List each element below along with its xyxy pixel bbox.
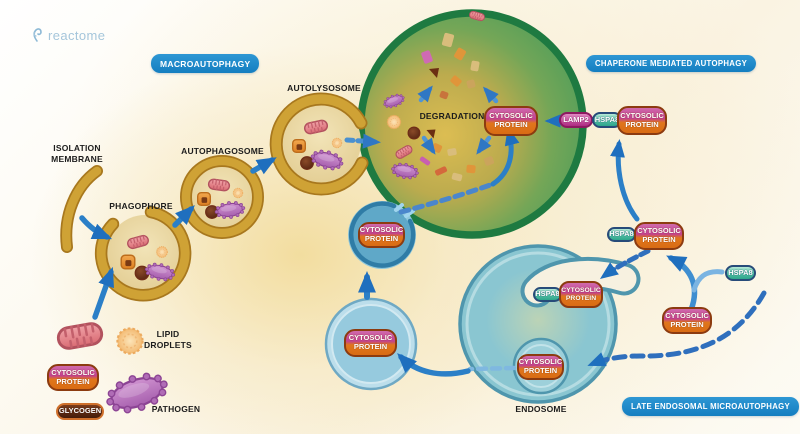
fusion-dashes [394,203,415,218]
label-degradation: DEGRADATION [419,111,485,121]
reactome-logo[interactable]: reactome [30,27,105,43]
cytosolic-protein-pill-endosome-notch[interactable]: CYTOSOLIC PROTEIN [559,281,603,308]
arrow-into-lower-vesicle [397,353,471,377]
hspa8-pill-endosome-notch[interactable]: HSPA8 [533,287,562,302]
degradation-arrows [417,85,499,155]
label-isolation-membrane: ISOLATION MEMBRANE [51,143,103,165]
arrow-isolation-to-phagophore [79,215,113,240]
phagophore [94,205,192,302]
cytosolic-protein-pill-upper-vesicle[interactable]: CYTOSOLIC PROTEIN [358,222,405,248]
label-autophagosome: AUTOPHAGOSOME [181,146,264,156]
arrow-vesicle-transfer-dashed [398,181,496,215]
pathway-arrows [79,114,767,377]
lipid-droplet-icon [116,327,144,355]
degradation-fragments [419,32,495,182]
lamp2-pill[interactable]: LAMP2 [559,112,593,128]
label-autolysosome: AUTOLYSOSOME [287,83,361,93]
reactome-icon [33,28,42,42]
arrow-microautophagy-arc [587,290,767,367]
mitochondrion-icon [55,320,105,352]
cytosolic-protein-pill-complex[interactable]: CYTOSOLIC PROTEIN [634,222,684,250]
arrow-phagophore-to-autophagosome [172,205,195,228]
arrow-through-endosome-dashes [467,365,517,372]
label-lipid-droplets: LIPID DROPLETS [144,329,192,351]
cytosolic-protein-pill-intraluminal[interactable]: CYTOSOLIC PROTEIN [517,354,564,380]
label-phagophore: PHAGOPHORE [109,201,173,211]
label-pathogen: PATHOGEN [151,404,201,414]
autolysosome [269,92,369,196]
section-late-endosomal-microautophagy[interactable]: LATE ENDOSOMAL MICROAUTOPHAGY [622,397,800,416]
isolation-membrane [60,165,103,253]
logo-text: reactome [48,27,106,43]
arrow-autolysosome-to-lysosome [344,133,381,149]
cytosolic-protein-pill-cma-membrane[interactable]: CYTOSOLIC PROTEIN [617,106,667,135]
autophagosome [180,155,264,239]
cytosolic-protein-pill-free[interactable]: CYTOSOLIC PROTEIN [662,307,712,334]
arrow-hspa8-binding-branch [691,269,725,293]
arrow-cargo-to-phagophore [92,266,114,320]
arrow-vesicle-transfer-solid [490,127,520,187]
arrow-hspa8-binding-stem [666,255,698,313]
glycogen-pill-legend[interactable]: GLYCOGEN [56,403,104,420]
cytosolic-protein-pill-lower-vesicle[interactable]: CYTOSOLIC PROTEIN [344,329,397,357]
hspa8-pill-free[interactable]: HSPA8 [725,265,756,281]
label-endosome: ENDOSOME [515,404,567,414]
section-macroautophagy[interactable]: MACROAUTOPHAGY [151,54,260,73]
hspa8-pill-complex[interactable]: HSPA8 [607,227,636,242]
cytosolic-protein-pill-lysosome-membrane[interactable]: CYTOSOLIC PROTEIN [484,106,538,136]
arrow-to-endosome-notch [599,248,651,279]
cytosolic-protein-pill-legend[interactable]: CYTOSOLIC PROTEIN [47,364,99,391]
arrow-autophagosome-to-autolysosome [250,157,277,175]
arrow-cma-delivery [610,139,640,222]
section-chaperone-mediated-autophagy[interactable]: CHAPERONE MEDIATED AUTOPHAGY [586,55,757,72]
